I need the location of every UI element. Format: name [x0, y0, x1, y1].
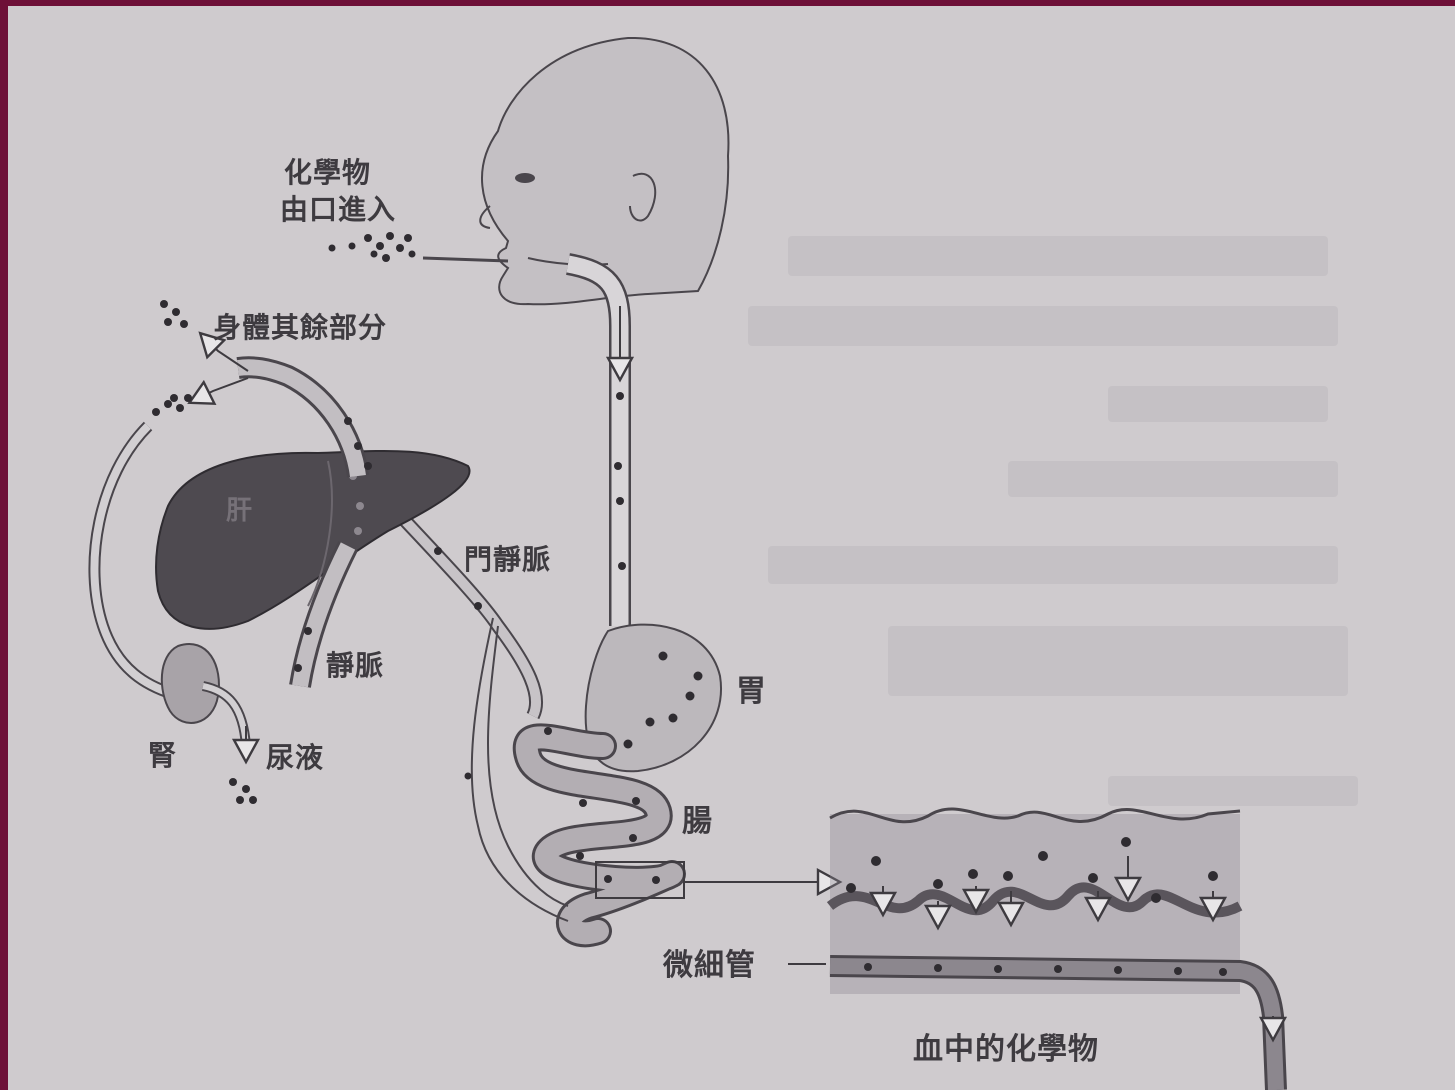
- label-capillary: 微細管: [663, 940, 756, 984]
- label-liver: 肝: [226, 490, 253, 527]
- label-portal-vein: 門靜脈: [464, 538, 551, 578]
- kidney-illustration: [162, 644, 257, 804]
- label-chemical-enters-line1: 化學物: [284, 151, 371, 191]
- mouth-entry-line: [423, 258, 508, 261]
- head-illustration: [480, 38, 728, 304]
- chemical-particles-mouth: [329, 232, 416, 262]
- label-chemical-enters-line2: 由口進入: [280, 188, 396, 228]
- label-chemicals-in-blood: 血中的化學物: [913, 1024, 1099, 1068]
- digestion-diagram-svg: [8, 6, 1455, 1090]
- label-kidney: 腎: [148, 734, 177, 774]
- label-urine: 尿液: [266, 736, 324, 776]
- chemical-particles-body: [152, 300, 192, 416]
- diagram-page: 化學物 由口進入 身體其餘部分 肝 門靜脈 靜脈 胃 腎 尿液 腸 微細管 血中…: [8, 6, 1455, 1090]
- label-rest-of-body: 身體其餘部分: [213, 306, 387, 346]
- label-stomach: 胃: [736, 666, 767, 710]
- label-vein: 靜脈: [326, 644, 384, 684]
- label-intestine: 腸: [682, 796, 713, 840]
- esophagus: [568, 264, 626, 626]
